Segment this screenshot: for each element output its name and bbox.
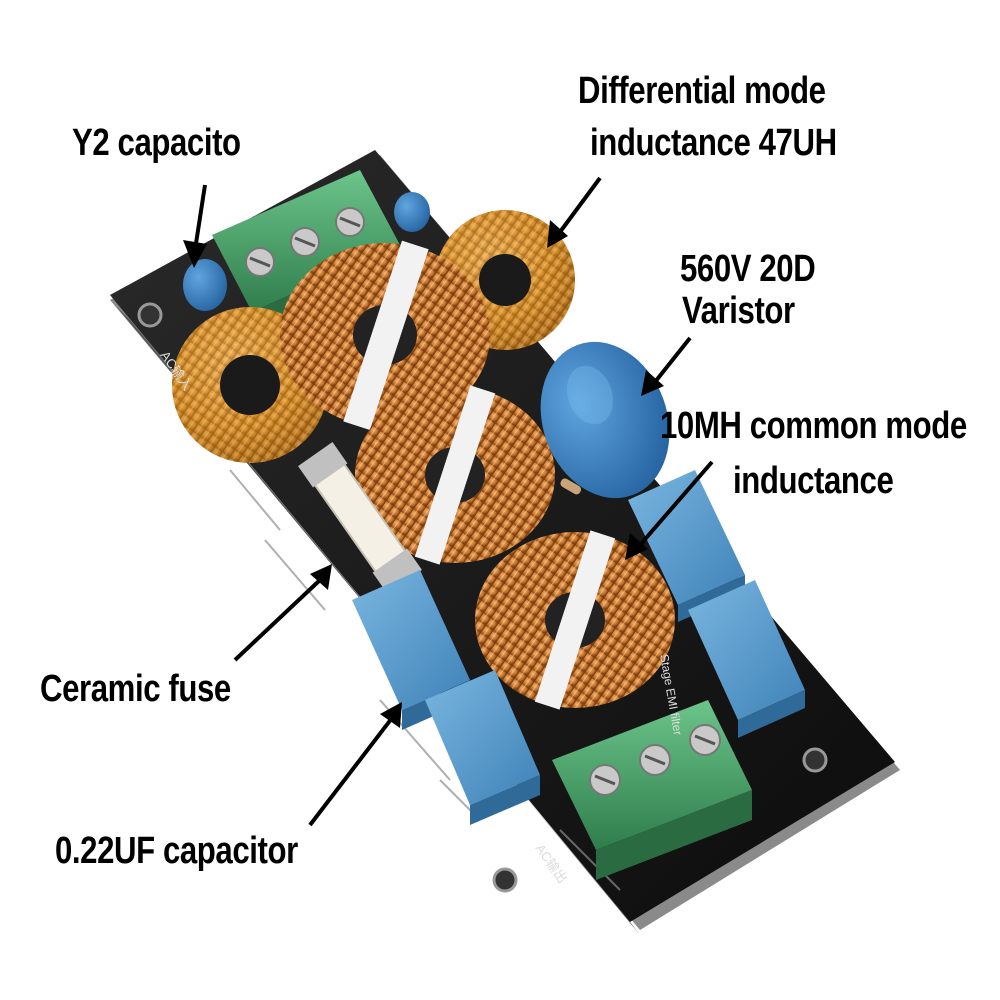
varistor (540, 341, 670, 499)
y2-capacitor-left (183, 259, 227, 311)
label-y2-capacitor: Y2 capacito (72, 122, 241, 164)
label-differential-mode-line2: inductance 47UH (590, 122, 837, 164)
common-mode-inductor-top (280, 240, 490, 430)
label-capacitor: 0.22UF capacitor (55, 830, 298, 872)
label-ceramic-fuse: Ceramic fuse (40, 668, 231, 710)
terminal-screw-5 (639, 744, 671, 776)
arrow-varistor (641, 336, 692, 396)
annotation-arrows (183, 176, 714, 827)
y2-capacitor-right (394, 192, 430, 232)
terminal-screw-4 (589, 764, 621, 796)
x2-capacitor-4 (688, 580, 805, 738)
arrow-capacitor (308, 702, 402, 827)
label-varistor-line1: 560V 20D (680, 248, 816, 290)
arrow-y2-capacitor (183, 184, 207, 268)
resistor (560, 478, 582, 495)
arrow-common-mode-inductor (625, 460, 714, 560)
common-mode-inductor-bottom (475, 530, 675, 710)
output-terminal-block (552, 700, 752, 880)
label-differential-mode-line1: Differential mode (578, 70, 826, 112)
label-common-mode-line1: 10MH common mode (660, 405, 967, 447)
terminal-screw-2 (290, 227, 320, 257)
terminal-screw-3 (335, 207, 365, 237)
x2-capacitor-2 (425, 670, 540, 825)
label-varistor-line2: Varistor (682, 290, 795, 332)
terminal-screw-6 (689, 724, 721, 756)
silkscreen-output: AC输出 (533, 841, 571, 886)
arrow-differential-inductor (547, 176, 602, 248)
arrow-ceramic-fuse (233, 564, 332, 662)
common-mode-inductor-middle (355, 385, 555, 565)
terminal-screw-1 (245, 247, 275, 277)
ceramic-fuse (298, 442, 422, 594)
label-common-mode-line2: inductance (733, 460, 894, 502)
